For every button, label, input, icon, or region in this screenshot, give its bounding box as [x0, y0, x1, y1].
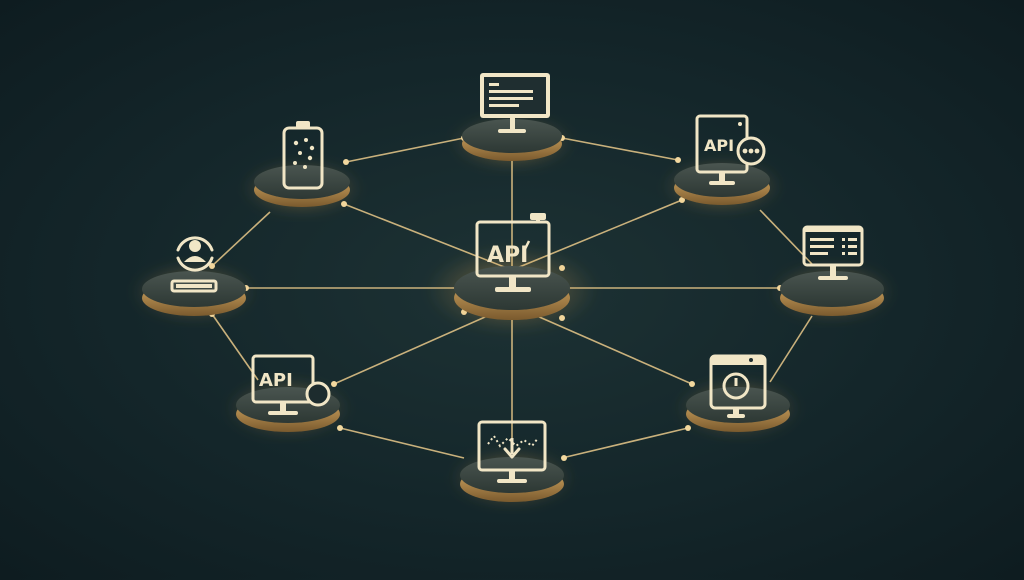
- api-label-top-right: API: [704, 136, 734, 155]
- api-monitor-icon: API: [475, 213, 551, 292]
- api-chat-monitor-icon: API: [695, 114, 766, 185]
- node-bottom-left: API: [226, 354, 350, 438]
- node-bottom-right: [676, 354, 800, 438]
- link-top-top-right: [561, 137, 679, 161]
- node-top-left: [242, 121, 362, 216]
- link-top-top-left: [345, 137, 465, 163]
- link-bottom-left-bottom: [339, 427, 465, 459]
- center-api-label: API: [487, 243, 528, 268]
- node-right: [770, 225, 894, 322]
- user-profile-icon: [170, 236, 218, 293]
- mobile-device-icon: [282, 121, 324, 190]
- link-top-left-left: [211, 211, 271, 267]
- node-left: [132, 236, 256, 322]
- download-monitor-icon: [477, 420, 547, 483]
- api-search-monitor-icon: API: [251, 354, 331, 415]
- document-monitor-icon: [480, 73, 550, 133]
- node-center: API: [426, 213, 598, 334]
- link-right-bottom-right: [769, 315, 813, 383]
- list-monitor-icon: [802, 225, 864, 280]
- link-left-bottom-left: [211, 313, 259, 381]
- node-top: [450, 73, 574, 170]
- link-bottom-bottom-right: [561, 427, 689, 459]
- node-bottom: [450, 420, 574, 508]
- timer-device-icon: [709, 354, 767, 418]
- node-top-right: API: [662, 114, 782, 214]
- api-label-bottom-left: API: [259, 370, 293, 391]
